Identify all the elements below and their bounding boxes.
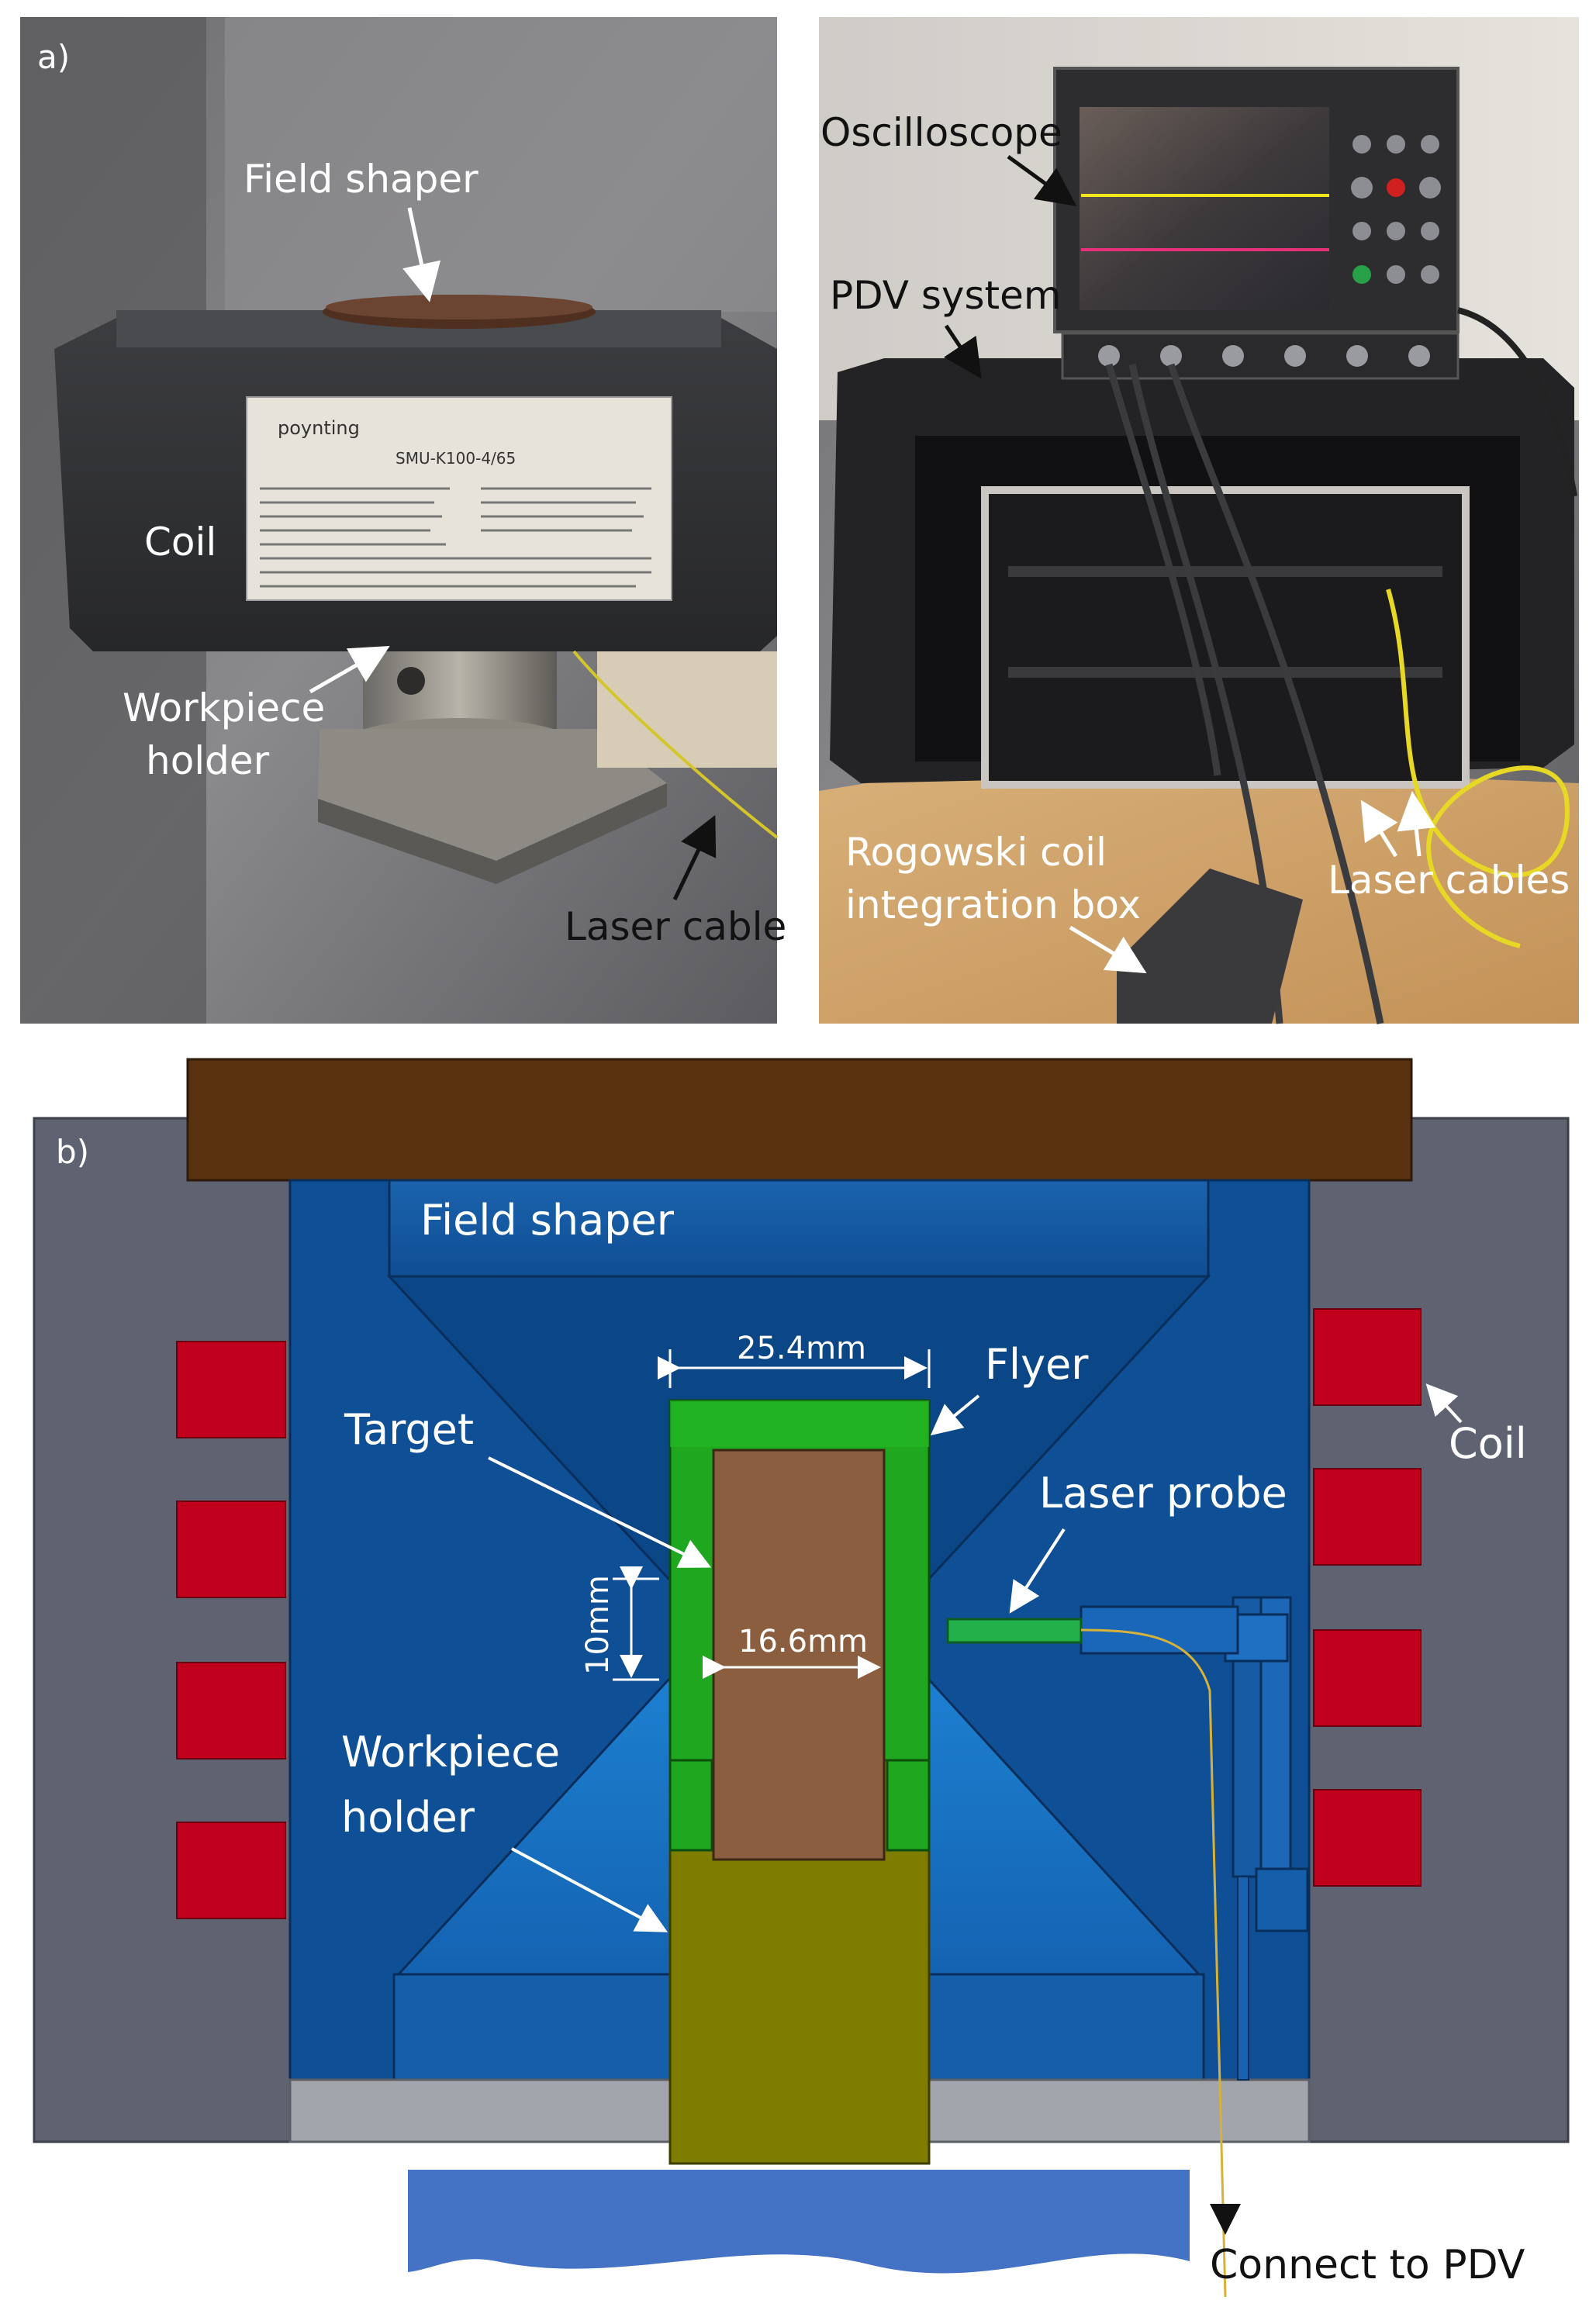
label-workpiece-a-1: Workpiece bbox=[123, 686, 325, 730]
label-laser-cable-a: Laser cable bbox=[565, 904, 786, 949]
label-coil-b: Coil bbox=[1449, 1419, 1527, 1468]
rack-frame bbox=[981, 486, 1470, 789]
label-rogowski-2: integration box bbox=[845, 882, 1141, 927]
coil-winding-left-4 bbox=[176, 1822, 286, 1919]
arrow-coil-b bbox=[1425, 1383, 1463, 1424]
label-workpiece-b-2: holder bbox=[341, 1793, 475, 1842]
arrow-flyer bbox=[930, 1394, 980, 1436]
probe-bracket-foot bbox=[1255, 1867, 1309, 1932]
dim-gap-height bbox=[613, 1566, 659, 1681]
coil-winding-left-3 bbox=[176, 1662, 286, 1760]
dim-gap-height-label: 10mm bbox=[580, 1575, 616, 1675]
target bbox=[712, 1449, 886, 1861]
label-rogowski-1: Rogowski coil bbox=[845, 830, 1107, 875]
coil-housing-left bbox=[33, 1117, 292, 2143]
arrow-field-shaper-a bbox=[402, 207, 441, 302]
holder-screw-hole bbox=[397, 667, 425, 695]
flyer-lower-right bbox=[886, 1759, 931, 1852]
dim-flyer-width-label: 25.4mm bbox=[737, 1331, 866, 1366]
probe-cable-2 bbox=[1167, 363, 1384, 1024]
power-cable bbox=[1457, 307, 1577, 497]
label-laser-probe: Laser probe bbox=[1039, 1469, 1287, 1518]
label-target: Target bbox=[344, 1405, 474, 1454]
device-plate-lines bbox=[260, 487, 651, 588]
device-plate bbox=[246, 396, 672, 601]
laser-fiber bbox=[1080, 1628, 1227, 2298]
arrow-rogowski bbox=[1069, 925, 1147, 974]
dim-flyer-width bbox=[658, 1349, 931, 1388]
base-plate bbox=[408, 2170, 1190, 2274]
label-coil-a: Coil bbox=[144, 520, 216, 565]
arrow-workpiece-a bbox=[309, 646, 390, 694]
panel-b-label: b) bbox=[56, 1133, 89, 1171]
back-wall-panel bbox=[225, 17, 777, 312]
coil-winding-right-1 bbox=[1313, 1308, 1422, 1406]
field-shaper-disc-top bbox=[326, 295, 592, 319]
laser-cable-line bbox=[572, 650, 779, 839]
laser-probe bbox=[946, 1618, 1083, 1644]
coil-winding-right-3 bbox=[1313, 1629, 1422, 1727]
flyer-top-band bbox=[670, 1400, 929, 1447]
photo-right: Oscilloscope PDV system Rogowski coil in… bbox=[819, 17, 1579, 1024]
label-pdv-system: PDV system bbox=[830, 273, 1062, 318]
device-plate-brand: poynting bbox=[278, 417, 360, 439]
rogowski-box bbox=[1117, 869, 1303, 1024]
coil-winding-left-2 bbox=[176, 1501, 286, 1598]
scope-knobs bbox=[1351, 135, 1441, 284]
oscilloscope-screen bbox=[1080, 107, 1329, 310]
coil-winding-right-4 bbox=[1313, 1789, 1422, 1887]
label-connect-pdv: Connect to PDV bbox=[1210, 2242, 1525, 2288]
label-field-shaper-a: Field shaper bbox=[244, 157, 478, 202]
label-laser-cables: Laser cables bbox=[1328, 858, 1570, 903]
arrow-laser-cable-a bbox=[672, 814, 717, 901]
holder-base-plate-edge bbox=[318, 783, 667, 884]
probe-support-rod bbox=[1237, 1876, 1249, 2081]
label-workpiece-b-1: Workpiece bbox=[341, 1728, 560, 1777]
coil-winding-right-2 bbox=[1313, 1468, 1422, 1566]
arrow-laser-probe bbox=[1009, 1528, 1066, 1614]
right-cylinder bbox=[597, 651, 777, 768]
rack-shelf-2 bbox=[1008, 667, 1442, 678]
laser-cables-yellow bbox=[1386, 589, 1570, 948]
label-field-shaper-b: Field shaper bbox=[420, 1196, 675, 1245]
scope-input-strip bbox=[1061, 332, 1460, 380]
panel-a-label: a) bbox=[37, 38, 70, 76]
label-workpiece-a-2: holder bbox=[146, 738, 270, 783]
dim-target-width-label: 16.6mm bbox=[738, 1624, 868, 1659]
device-plate-model: SMU-K100-4/65 bbox=[396, 449, 516, 468]
scope-inputs bbox=[1098, 345, 1430, 367]
rack-shelf-1 bbox=[1008, 566, 1442, 577]
photo-left: poynting SMU-K100-4/65 a) Field shaper C… bbox=[20, 17, 786, 1024]
arrow-workpiece-b bbox=[511, 1847, 668, 1932]
label-oscilloscope: Oscilloscope bbox=[820, 110, 1062, 155]
coil-winding-left-1 bbox=[176, 1341, 286, 1438]
top-cap bbox=[186, 1058, 1413, 1182]
label-flyer: Flyer bbox=[985, 1340, 1089, 1389]
probe-cable-1 bbox=[1105, 363, 1221, 776]
schematic: 25.4mm 16.6mm 10mm b) Field shaper Flyer… bbox=[33, 1058, 1570, 2298]
arrow-target bbox=[488, 1456, 712, 1568]
field-shaper-top bbox=[388, 1179, 1210, 1278]
arrow-pdv-system bbox=[944, 324, 982, 379]
arrow-laser-cables-1 bbox=[1360, 799, 1398, 858]
arrow-oscilloscope bbox=[1007, 154, 1077, 206]
flyer-lower-left bbox=[668, 1759, 713, 1852]
holder-base-plate bbox=[318, 729, 667, 861]
arrow-laser-cables-2 bbox=[1397, 791, 1436, 857]
